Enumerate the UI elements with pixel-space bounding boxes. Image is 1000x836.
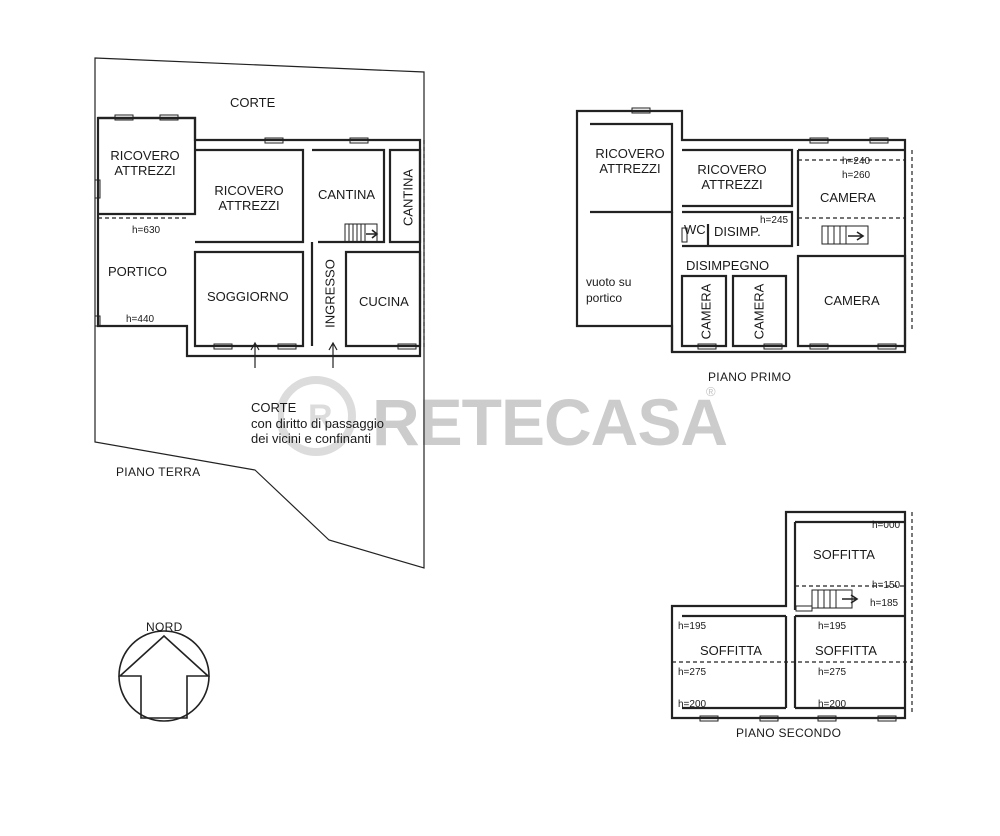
ff-camera-vertical-1: CAMERA xyxy=(698,283,714,340)
ff-ricovero-1-line2: ATTREZZI xyxy=(599,161,661,176)
ff-disimpegno: DISIMPEGNO xyxy=(686,258,770,273)
room-corte-top: CORTE xyxy=(230,95,276,110)
height-h150: h=150 xyxy=(872,580,901,591)
ff-camera-right: CAMERA xyxy=(824,293,880,308)
ff-wc: WC xyxy=(684,222,706,237)
watermark-logo-icon: R xyxy=(278,376,356,456)
height-h000: h=000 xyxy=(872,520,901,531)
room-ricovero-2-line1: RICOVERO xyxy=(214,183,284,198)
first-floor-title: PIANO PRIMO xyxy=(708,370,792,384)
room-corte-bottom: CORTE xyxy=(251,400,297,415)
height-h440: h=440 xyxy=(126,314,155,325)
height-h260: h=260 xyxy=(842,170,871,181)
svg-text:R: R xyxy=(308,398,333,436)
height-h275-right: h=275 xyxy=(818,667,847,678)
height-h200-right: h=200 xyxy=(818,699,847,710)
sf-soffitta-right: SOFFITTA xyxy=(815,643,877,658)
ground-floor-title: PIANO TERRA xyxy=(116,465,201,479)
compass-label: NORD xyxy=(146,620,183,634)
ff-ricovero-1-line1: RICOVERO xyxy=(595,146,665,161)
room-cantina-2: CANTINA xyxy=(400,168,416,227)
height-h185: h=185 xyxy=(870,598,899,609)
room-ricovero-2-line2: ATTREZZI xyxy=(218,198,280,213)
room-ricovero-1-line1: RICOVERO xyxy=(110,148,180,163)
room-ingresso: INGRESSO xyxy=(322,259,338,328)
room-cantina-1: CANTINA xyxy=(318,187,376,202)
room-soggiorno: SOGGIORNO xyxy=(207,289,289,304)
corte-note-line2: dei vicini e confinanti xyxy=(251,431,371,446)
sf-soffitta-left: SOFFITTA xyxy=(700,643,762,658)
first-floor-outer xyxy=(575,109,907,354)
ff-disimp: DISIMP. xyxy=(714,224,761,239)
watermark-brand-text: RETECASA xyxy=(372,385,728,459)
height-h630: h=630 xyxy=(132,225,161,236)
room-cucina: CUCINA xyxy=(359,294,409,309)
height-h195-left: h=195 xyxy=(678,621,707,632)
corte-note-line1: con diritto di passaggio xyxy=(251,416,384,431)
ff-ricovero-2-line1: RICOVERO xyxy=(697,162,767,177)
sf-soffitta-top: SOFFITTA xyxy=(813,547,875,562)
entrance-arrow-2 xyxy=(328,341,338,368)
ff-vuoto-line1: vuoto su xyxy=(586,275,632,289)
ff-camera-vertical-2: CAMERA xyxy=(751,283,767,340)
second-floor-outer xyxy=(670,510,907,720)
room-ricovero-1-line2: ATTREZZI xyxy=(114,163,176,178)
height-h245: h=245 xyxy=(760,215,789,226)
ff-ricovero-2-line2: ATTREZZI xyxy=(701,177,763,192)
second-floor-title: PIANO SECONDO xyxy=(736,726,842,740)
height-h195-right: h=195 xyxy=(818,621,847,632)
ff-vuoto-line2: portico xyxy=(586,291,623,305)
ground-lot-outline xyxy=(94,57,425,569)
height-h240: h=240 xyxy=(842,156,871,167)
compass-icon xyxy=(117,630,211,722)
watermark-registered-mark: ® xyxy=(706,384,716,399)
height-h200-left: h=200 xyxy=(678,699,707,710)
entrance-arrow-1 xyxy=(250,341,260,368)
ff-camera-top: CAMERA xyxy=(820,190,876,205)
height-h275-left: h=275 xyxy=(678,667,707,678)
room-portico: PORTICO xyxy=(108,264,167,279)
